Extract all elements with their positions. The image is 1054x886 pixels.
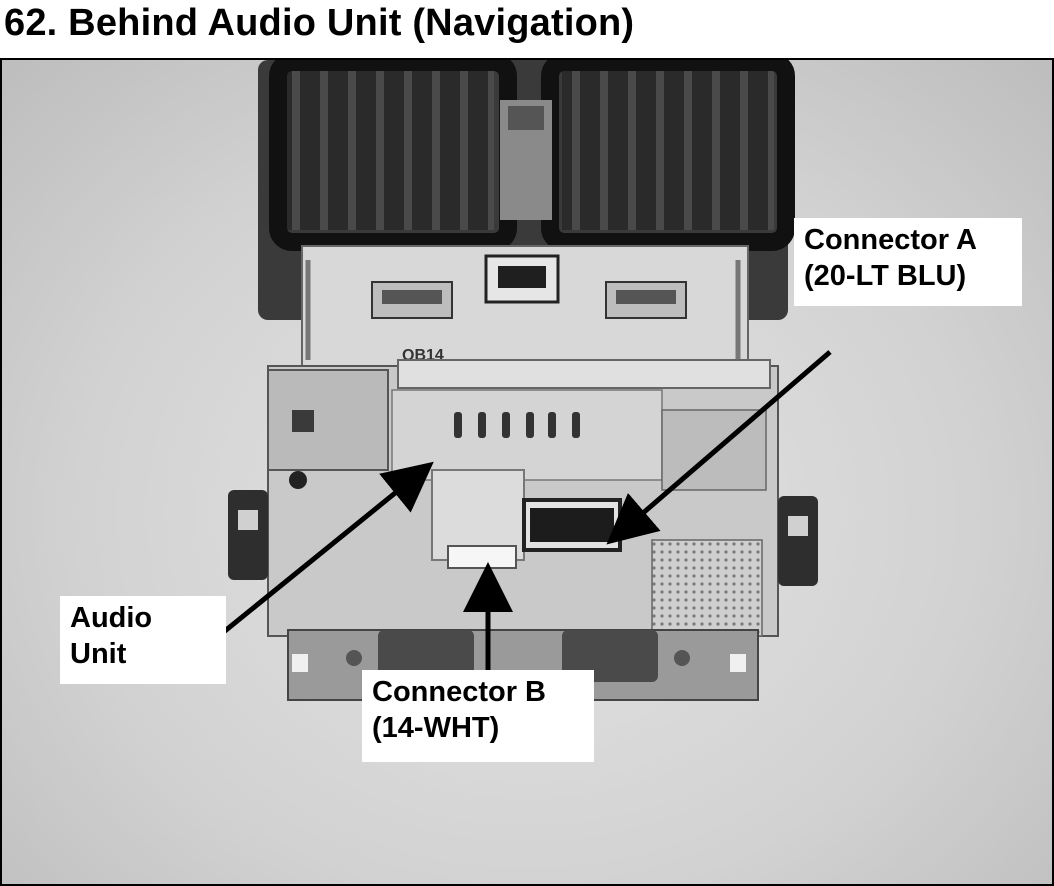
audio-unit-chassis — [267, 359, 779, 637]
audio-unit-photo: QB14 — [0, 58, 1054, 886]
connector-a-arrow — [606, 350, 832, 545]
mounting-brackets — [228, 490, 818, 586]
audio-unit-line1: Audio — [70, 602, 153, 634]
audio-unit-line2: Unit — [70, 638, 127, 670]
connector-b-name: Connector B — [372, 676, 546, 708]
connector-b-spec: (14-WHT) — [372, 712, 500, 744]
connector-a-spec: (20-LT BLU) — [804, 260, 967, 292]
audio-unit-rear-panel: QB14 — [301, 245, 749, 377]
connector-b-callout: Connector B (14-WHT) — [362, 670, 594, 762]
audio-unit-arrow — [192, 461, 434, 658]
connector-a-callout: Connector A (20-LT BLU) — [794, 218, 1022, 306]
page-title: 62. Behind Audio Unit (Navigation) — [4, 2, 635, 44]
connector-a-name: Connector A — [804, 224, 977, 256]
audio-unit-callout: Audio Unit — [60, 596, 226, 684]
audio-unit-illustration: QB14 — [192, 60, 832, 732]
